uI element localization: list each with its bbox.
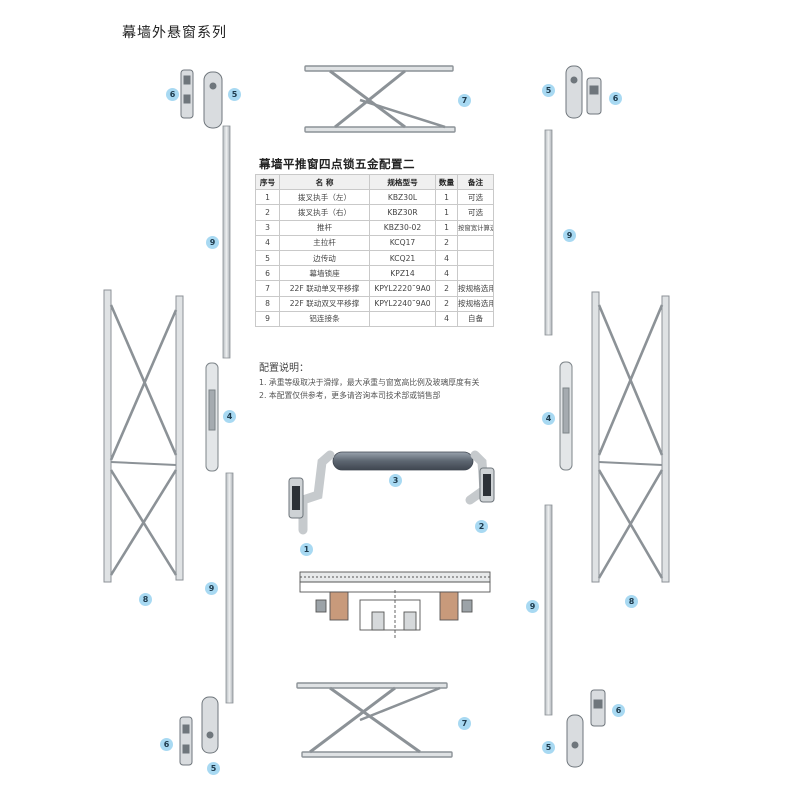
table-row: 3 推杆 KBZ30-02 1 按窗宽计算选用 — [255, 219, 494, 236]
main-tie-rods — [205, 361, 573, 472]
callout-5: 5 — [542, 84, 555, 97]
table-row: 7 22F 联动单叉平移撑 KPYL2220˜9A0 2 按规格选用 — [255, 280, 494, 297]
callout-6: 6 — [609, 92, 622, 105]
cell-name: 主拉杆 — [279, 234, 370, 251]
note-item: 1. 承重等级取决于滑撑，最大承重与窗宽高比例及玻璃厚度有关 — [259, 378, 480, 387]
table-title: 幕墙平推窗四点锁五金配置二 — [259, 157, 415, 171]
table-row: 5 边传动 KCQ21 4 — [255, 249, 494, 267]
cell-qty: 1 — [435, 219, 458, 236]
table-row: 9 铝连接条 4 自备 — [255, 310, 494, 327]
cell-qty: 2 — [435, 295, 458, 312]
parts-table: 序号 名 称 规格型号 数量 备注 1 拨叉执手（左） KBZ30L 1 可选 … — [255, 173, 494, 327]
page-title: 幕墙外悬窗系列 — [122, 25, 227, 41]
cell-model: KPYL2220˜9A0 — [369, 280, 436, 297]
callout-6: 6 — [160, 738, 173, 751]
cell-index: 1 — [255, 189, 280, 206]
cell-index: 9 — [255, 310, 280, 327]
double-arm-stay-right — [591, 291, 670, 583]
cell-model — [369, 310, 436, 327]
double-arm-stay-left — [103, 289, 184, 583]
cell-name: 边传动 — [279, 249, 370, 267]
callout-7: 7 — [458, 717, 471, 730]
callout-5: 5 — [207, 762, 220, 775]
notes-title: 配置说明： — [259, 363, 309, 374]
cell-name: 22F 联动单叉平移撑 — [279, 280, 370, 297]
single-arm-stay-top — [304, 65, 456, 133]
cell-model: KPZ14 — [369, 265, 436, 282]
cell-name: 22F 联动双叉平移撑 — [279, 295, 370, 312]
cell-index: 3 — [255, 219, 280, 236]
callout-6: 6 — [166, 88, 179, 101]
table-row: 2 拨叉执手（右） KBZ30R 1 可选 — [255, 204, 494, 221]
cell-qty: 1 — [435, 204, 458, 221]
cell-qty: 4 — [435, 249, 458, 267]
callout-9: 9 — [205, 582, 218, 595]
cell-model: KBZ30L — [369, 189, 436, 206]
note-item: 2. 本配置仅供参考，更多请咨询本司技术部或销售部 — [259, 391, 441, 400]
callout-7: 7 — [458, 94, 471, 107]
callout-8: 8 — [139, 593, 152, 606]
callout-4: 4 — [542, 412, 555, 425]
window-section-profile — [299, 571, 491, 640]
cell-name: 拨叉执手（右） — [279, 204, 370, 221]
cell-index: 6 — [255, 265, 280, 282]
cell-remark: 自备 — [457, 310, 494, 327]
cell-qty: 2 — [435, 280, 458, 297]
cell-qty: 4 — [435, 310, 458, 327]
cell-remark — [457, 265, 494, 282]
cell-qty: 2 — [435, 234, 458, 251]
handles-and-pushrod — [288, 450, 495, 535]
callout-1: 1 — [300, 543, 313, 556]
cell-qty: 1 — [435, 189, 458, 206]
cell-model: KBZ30R — [369, 204, 436, 221]
header-model: 规格型号 — [369, 173, 436, 191]
table-row: 6 幕墙锁座 KPZ14 4 — [255, 265, 494, 282]
connecting-bars — [222, 125, 553, 716]
cell-remark — [457, 234, 494, 251]
edge-drive-and-keepers — [179, 65, 606, 768]
header-remark: 备注 — [457, 173, 494, 191]
table-row: 8 22F 联动双叉平移撑 KPYL2240˜9A0 2 按规格选用 — [255, 295, 494, 312]
callout-2: 2 — [475, 520, 488, 533]
callout-6: 6 — [612, 704, 625, 717]
cell-name: 推杆 — [279, 219, 370, 236]
cell-index: 7 — [255, 280, 280, 297]
cell-name: 铝连接条 — [279, 310, 370, 327]
cell-model: KPYL2240˜9A0 — [369, 295, 436, 312]
table-header-row: 序号 名 称 规格型号 数量 备注 — [255, 173, 494, 191]
cell-name: 幕墙锁座 — [279, 265, 370, 282]
table-row: 4 主拉杆 KCQ17 2 — [255, 234, 494, 251]
single-arm-stay-bottom — [296, 682, 453, 758]
cell-remark: 按规格选用 — [457, 280, 494, 297]
cell-remark: 按规格选用 — [457, 295, 494, 312]
cell-index: 8 — [255, 295, 280, 312]
cell-index: 4 — [255, 234, 280, 251]
header-name: 名 称 — [279, 173, 370, 191]
callout-5: 5 — [228, 88, 241, 101]
cell-qty: 4 — [435, 265, 458, 282]
callout-9: 9 — [526, 600, 539, 613]
cell-index: 5 — [255, 249, 280, 267]
header-qty: 数量 — [435, 173, 458, 191]
cell-remark: 可选 — [457, 189, 494, 206]
table-row: 1 拨叉执手（左） KBZ30L 1 可选 — [255, 189, 494, 206]
callout-9: 9 — [206, 236, 219, 249]
header-index: 序号 — [255, 173, 280, 191]
cell-model: KCQ17 — [369, 234, 436, 251]
callout-3: 3 — [389, 474, 402, 487]
callout-8: 8 — [625, 595, 638, 608]
cell-name: 拨叉执手（左） — [279, 189, 370, 206]
callout-5: 5 — [542, 741, 555, 754]
cell-remark — [457, 249, 494, 267]
cell-index: 2 — [255, 204, 280, 221]
cell-remark: 按窗宽计算选用 — [457, 219, 494, 236]
callout-9: 9 — [563, 229, 576, 242]
cell-model: KBZ30-02 — [369, 219, 436, 236]
cell-remark: 可选 — [457, 204, 494, 221]
cell-model: KCQ21 — [369, 249, 436, 267]
callout-4: 4 — [223, 410, 236, 423]
